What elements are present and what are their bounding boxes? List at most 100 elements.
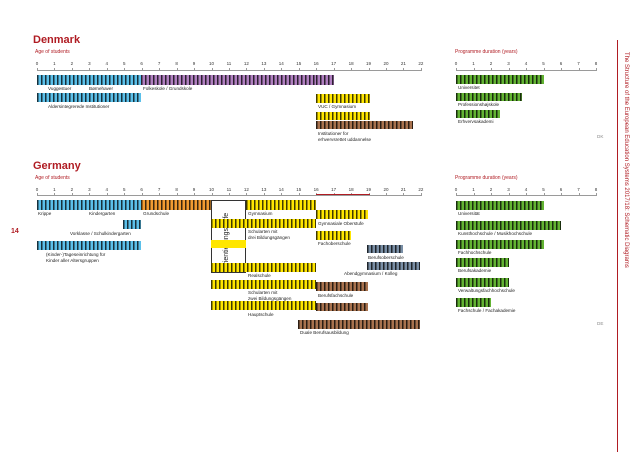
axis-tick-mark — [281, 193, 283, 196]
axis-tick-label: 12 — [243, 187, 249, 192]
axis-line — [456, 70, 596, 71]
de-hauptschule-bar — [211, 301, 316, 310]
dk-folkeskole-extension — [316, 75, 334, 85]
de-kunsthochschule-bar — [456, 221, 561, 230]
axis-tick-mark — [333, 68, 335, 71]
axis-tick-mark — [386, 193, 387, 196]
de-universitat-label: Universität — [458, 211, 480, 216]
dk-inst-bar-brown — [316, 121, 413, 129]
de-fachoberschule-bar — [316, 231, 351, 240]
axis-tick-mark — [194, 68, 196, 71]
de-fachhochschule-bar — [456, 240, 544, 249]
axis-tick-label: 1 — [53, 61, 56, 66]
axis-tick-mark — [159, 68, 161, 71]
axis-tick-mark — [473, 68, 475, 71]
axis-tick-label: 5 — [542, 61, 545, 66]
axis-tick-mark — [368, 68, 370, 71]
axis-tick-label: 13 — [261, 187, 267, 192]
axis-tick-label: 3 — [88, 187, 91, 192]
axis-tick-label: 8 — [594, 187, 598, 192]
axis-tick-mark — [491, 68, 492, 71]
dk-country-code: DK — [597, 134, 604, 139]
axis-tick-mark — [54, 193, 56, 196]
de-duale-bar — [298, 320, 420, 329]
axis-tick-label: 20 — [383, 187, 389, 192]
axis-tick-label: 5 — [122, 61, 126, 66]
de-kinder-label-1: (Kinder-)Tageseinrichtung für — [46, 252, 106, 257]
axis-tick-mark — [263, 193, 265, 196]
axis-tick-label: 21 — [400, 187, 406, 192]
axis-tick-mark — [561, 68, 562, 71]
axis-line — [456, 195, 596, 196]
axis-tick-label: 11 — [226, 187, 232, 192]
de-schularten2-label-1: Schularten mit — [248, 290, 278, 295]
axis-tick-mark — [71, 193, 73, 196]
axis-tick-label: 13 — [261, 61, 267, 66]
axis-tick-label: 0 — [35, 187, 39, 192]
sidebar-divider — [617, 40, 618, 452]
axis-tick-mark — [543, 193, 545, 196]
denmark-title: Denmark — [33, 34, 81, 46]
de-orientierung-box — [211, 200, 246, 273]
axis-tick-mark — [403, 193, 405, 196]
de-duale-label: Duale Berufsausbildung — [300, 330, 349, 335]
axis-tick-mark — [37, 68, 38, 71]
denmark-duration-caption: Programme duration (years) — [455, 49, 518, 55]
de-gymnasium-bar — [246, 200, 316, 210]
axis-tick-mark — [526, 193, 527, 196]
axis-tick-label: 14 — [278, 187, 284, 192]
axis-tick-label: 3 — [507, 187, 510, 192]
axis-tick-mark — [124, 68, 126, 71]
axis-tick-label: 8 — [175, 187, 178, 192]
de-kunsthochschule-label: Kunsthochschule / Musikhochschule — [458, 231, 533, 236]
axis-tick-mark — [596, 68, 597, 71]
dk-universitet-label: Universitet — [458, 85, 480, 90]
axis-tick-label: 20 — [383, 61, 389, 66]
axis-line — [37, 70, 421, 71]
axis-tick-mark — [491, 193, 492, 196]
dk-universitet-bar — [456, 75, 544, 84]
de-verwaltungsfh-label: Verwaltungsfachhochschule — [458, 288, 515, 293]
axis-tick-mark — [526, 68, 527, 71]
axis-tick-mark — [106, 68, 108, 71]
germany-duration-caption: Programme duration (years) — [455, 175, 518, 181]
axis-tick-label: 8 — [175, 61, 178, 66]
axis-tick-label: 3 — [88, 61, 91, 66]
axis-tick-label: 21 — [400, 61, 406, 66]
de-gymnasium-label: Gymnasium — [248, 211, 273, 216]
axis-tick-label: 4 — [105, 61, 109, 66]
axis-tick-mark — [473, 193, 475, 196]
de-row3-bar — [211, 240, 246, 248]
axis-tick-label: 16 — [313, 187, 319, 192]
axis-tick-label: 2 — [70, 61, 74, 66]
axis-tick-mark — [141, 193, 143, 196]
axis-tick-label: 4 — [105, 187, 109, 192]
axis-tick-mark — [211, 68, 213, 71]
de-berufsfachschule-bar — [316, 282, 368, 291]
dk-folkeskole-bar — [141, 75, 316, 85]
axis-tick-label: 0 — [454, 187, 458, 192]
de-abendgym-bar — [367, 262, 420, 270]
axis-tick-label: 9 — [192, 187, 196, 192]
axis-tick-label: 6 — [140, 187, 143, 192]
axis-tick-mark — [124, 193, 126, 196]
axis-tick-mark — [508, 68, 510, 71]
axis-tick-mark — [141, 68, 143, 71]
germany-title: Germany — [33, 160, 81, 172]
de-kinder-bar — [37, 241, 141, 250]
dk-erhvervsakademi-label: Erhvervsakademi — [458, 119, 494, 124]
axis-tick-label: 15 — [296, 61, 302, 66]
axis-tick-label: 5 — [122, 187, 126, 192]
axis-tick-mark — [176, 193, 178, 196]
dk-bornehaver-label: Børnehaver — [89, 86, 114, 91]
dk-erhvervsakademi-bar — [456, 110, 500, 118]
de-fachoberschule-label: Fachoberschule — [318, 241, 351, 246]
axis-tick-mark — [89, 68, 91, 71]
axis-tick-label: 4 — [524, 187, 528, 192]
de-realschule-label: Realschule — [248, 273, 271, 278]
axis-tick-label: 17 — [331, 61, 337, 66]
de-krippe-label: Krippe — [38, 211, 52, 216]
dk-profhojskole-bar — [456, 93, 522, 101]
axis-tick-mark — [228, 193, 230, 196]
axis-tick-mark — [456, 193, 457, 196]
